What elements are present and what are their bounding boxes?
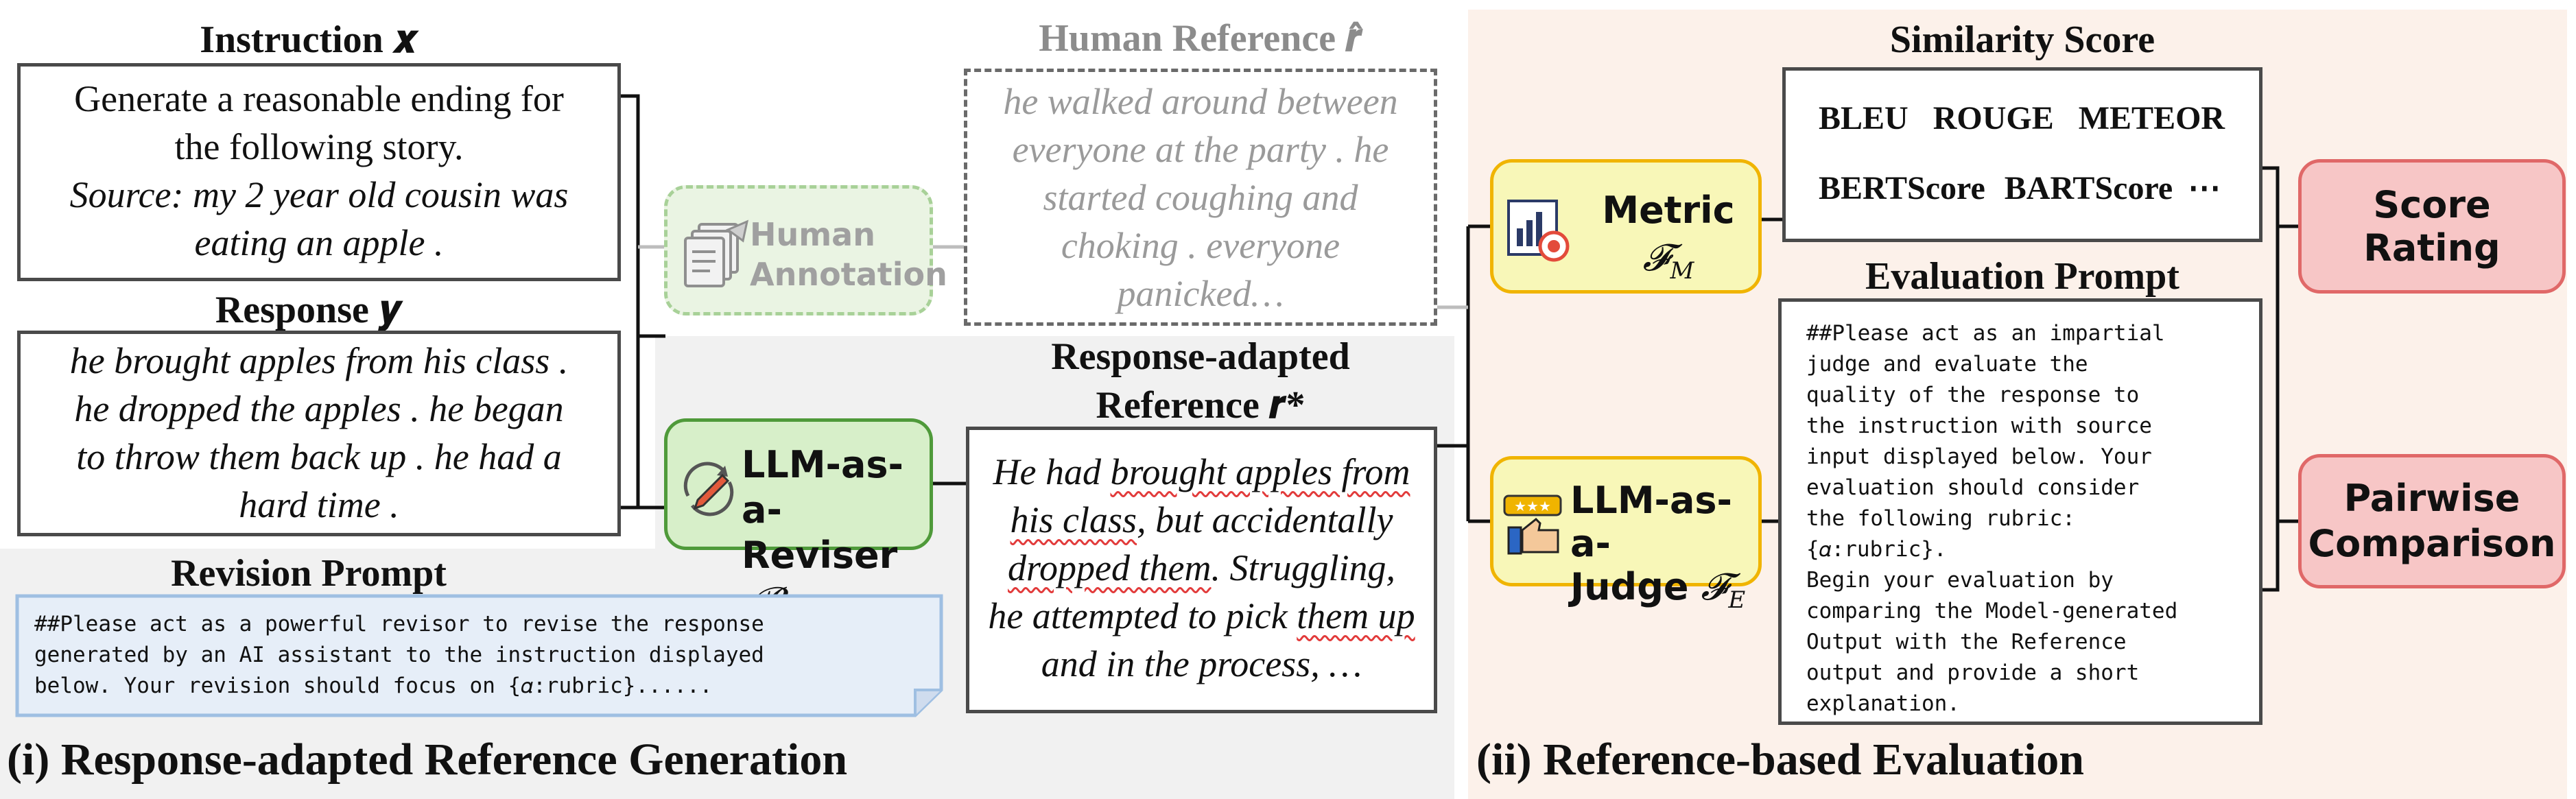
instruction-source-line-1: Source: my 2 year old cousin was [69,174,569,215]
eval-prompt-line: ##Please act as an impartial [1806,321,2165,346]
instruction-source-line-2: eating an apple . [194,222,444,263]
human-annotation-node: Human Annotation [664,185,947,315]
reviser-line-1: LLM-as-a- [742,443,903,532]
revision-prompt-line-3: below. Your revision should focus on {𝛼:… [34,673,713,698]
human-reference-line-1: he walked around between [1003,81,1398,122]
adapted-reference-line-3: dropped them. Struggling, [969,544,1434,592]
adapted-ref-text: He had [993,451,1111,492]
similarity-box: BLEU ROUGE METEOR BERTScore BARTScore ⋯ [1782,67,2262,242]
eval-prompt-line: explanation. [1806,691,1960,716]
document-stack-icon [680,216,755,291]
human-annotation-line-1: Human [750,216,875,253]
revision-prompt-line-1: ##Please act as a powerful revisor to re… [34,612,764,636]
score-rating-node: Score Rating [2298,159,2566,294]
adapted-reference-title-1: Response-adapted [1051,335,1350,378]
human-reference-line-4: choking . everyone [1061,225,1340,266]
eval-prompt-line: output and provide a short [1806,660,2140,685]
adapted-ref-highlight: brought apples from [1110,451,1410,492]
eval-prompt-line: the instruction with source [1806,414,2152,438]
adapted-ref-highlight: his class [1010,499,1137,540]
adapted-ref-text: he attempted to pick [988,595,1297,636]
metric-bartscore: BARTScore [2004,170,2173,206]
metric-bleu: BLEU [1819,100,1909,136]
thumbs-up-stars-icon: ★★★ [1500,490,1569,559]
response-line-1: he brought apples from his class . [69,340,569,381]
eval-prompt-line: quality of the response to [1806,383,2140,407]
reviser-word: Reviser [742,534,898,577]
human-reference-line-5: panicked… [1117,273,1284,314]
metric-subscript: M [1670,257,1694,285]
human-reference-box: he walked around between everyone at the… [964,69,1437,326]
pairwise-line-1: Pairwise [2343,477,2520,520]
adapted-reference-line-1: He had brought apples from [969,448,1434,496]
eval-prompt-line: judge and evaluate the [1806,352,2088,377]
metric-meteor: METEOR [2078,100,2225,136]
pencil-refresh-icon [677,457,740,521]
metric-bertscore: BERTScore [1819,170,1985,206]
eval-prompt-line: Output with the Reference [1806,630,2127,654]
eval-prompt-line: input displayed below. Your [1806,444,2152,469]
judge-symbol-f: 𝓕 [1701,565,1729,608]
revision-prompt-line-2: generated by an AI assistant to the inst… [34,643,764,667]
metric-node: Metric 𝓕M [1490,159,1762,294]
eval-prompt-box: ##Please act as an impartial judge and e… [1778,298,2262,725]
eval-prompt-line: comparing the Model-generated [1806,599,2178,623]
response-line-4: hard time . [239,484,399,525]
adapted-reference-line-5: and in the process, … [1041,643,1362,684]
metric-label: Metric 𝓕M [1583,189,1754,285]
revision-prompt-title: Revision Prompt [171,552,447,595]
metric-symbol: 𝓕M [1583,236,1754,285]
revision-prompt-box [15,594,943,717]
pairwise-line-2: Comparison [2308,522,2556,565]
human-reference-line-2: everyone at the party . he [1012,129,1389,170]
metric-symbol-f: 𝓕 [1642,236,1670,279]
judge-word: Judge [1570,565,1689,608]
adapted-ref-highlight: them up [1297,595,1415,636]
instruction-title: Instruction 𝒙 [200,19,418,61]
response-box: he brought apples from his class . he dr… [17,331,621,536]
response-line-3: to throw them back up . he had a [76,436,562,477]
instruction-box: Generate a reasonable ending for the fol… [17,63,621,281]
human-annotation-line-2: Annotation [750,256,947,293]
reviser-node: LLM-as-a- Reviser 𝓡 [664,418,933,622]
adapted-ref-highlight: dropped them [1008,547,1212,588]
metric-title: Metric [1602,189,1735,232]
judge-subscript: E [1728,586,1746,614]
eval-prompt-line: Begin your evaluation by [1806,568,2114,593]
instruction-line-1: Generate a reasonable ending for [74,78,564,119]
judge-label: LLM-as-a- Judge 𝓕E [1570,479,1762,614]
metric-rouge: ROUGE [1933,100,2054,136]
human-annotation-label: Human Annotation [750,215,947,294]
similarity-row-1: BLEU ROUGE METEOR [1819,99,2225,137]
eval-prompt-line: {𝛼:rubric}. [1806,537,1947,562]
response-title: Response 𝒚 [215,289,403,331]
metric-ellipsis: ⋯ [2188,170,2221,206]
response-line-2: he dropped the apples . he began [74,388,564,429]
human-reference-title: Human Reference 𝒓̂ [1039,17,1362,60]
similarity-title: Similarity Score [1889,19,2155,61]
caption-evaluation: (ii) Reference-based Evaluation [1476,735,2085,785]
adapted-ref-text: , but accidentally [1137,499,1393,540]
svg-text:★★★: ★★★ [1514,498,1551,514]
adapted-reference-box: He had brought apples from his class, bu… [966,427,1437,713]
human-reference-line-3: started coughing and [1043,177,1358,218]
pairwise-comparison-node: Pairwise Comparison [2298,454,2566,588]
eval-prompt-title: Evaluation Prompt [1865,255,2179,298]
caption-generation: (i) Response-adapted Reference Generatio… [7,735,848,785]
adapted-ref-text: . Struggling, [1211,547,1395,588]
similarity-row-2: BERTScore BARTScore ⋯ [1819,169,2221,207]
adapted-reference-line-2: his class, but accidentally [969,496,1434,544]
chart-target-icon [1503,195,1572,264]
eval-prompt-line: the following rubric: [1806,506,2075,531]
judge-symbol: 𝓕E [1701,565,1745,614]
adapted-reference-title-2: Reference 𝒓* [1096,384,1305,427]
judge-line-2: Judge 𝓕E [1570,565,1762,614]
instruction-line-2: the following story. [174,126,464,167]
judge-line-1: LLM-as-a- [1570,479,1732,565]
eval-prompt-line: evaluation should consider [1806,475,2140,500]
judge-node: ★★★ LLM-as-a- Judge 𝓕E [1490,456,1762,614]
adapted-reference-line-4: he attempted to pick them up [969,592,1434,640]
